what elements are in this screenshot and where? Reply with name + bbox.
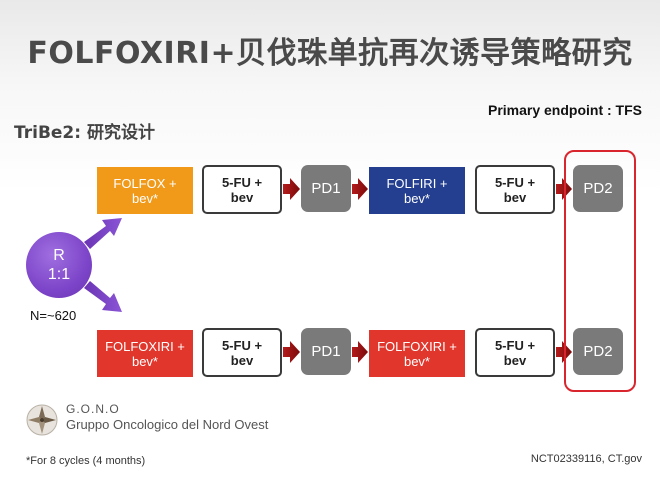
arm-b-induction-box: FOLFOXIRI + bev*	[97, 330, 193, 377]
logo-short-name: G.O.N.O	[66, 402, 120, 416]
arm-b-reinduction-box: FOLFOXIRI + bev*	[369, 330, 465, 377]
arm-b-pd2-box: PD2	[573, 328, 623, 375]
randomization-circle: R 1:1	[26, 232, 92, 298]
arm-a-maintenance2-box: 5-FU + bev	[475, 165, 555, 214]
arrow-a2	[352, 178, 368, 200]
arm-a-pd2-box: PD2	[573, 165, 623, 212]
trial-reference: NCT02339116, CT.gov	[530, 453, 642, 465]
arrow-b2	[352, 341, 368, 363]
arm-b-maintenance2-box: 5-FU + bev	[475, 328, 555, 377]
arm-a-maintenance1-box: 5-FU + bev	[202, 165, 282, 214]
arrow-b1	[283, 341, 300, 363]
logo-full-name: Gruppo Oncologico del Nord Ovest	[66, 417, 269, 432]
arrow-a1	[283, 178, 300, 200]
study-subtitle: TriBe2: 研究设计	[14, 123, 155, 143]
gono-logo-icon	[26, 404, 58, 436]
randomization-ratio: 1:1	[47, 266, 71, 283]
arm-a-pd1-box: PD1	[301, 165, 351, 212]
arm-a-reinduction-box: FOLFIRI + bev*	[369, 167, 465, 214]
sample-size-label: N=~620	[30, 308, 77, 323]
arm-b-maintenance1-box: 5-FU + bev	[202, 328, 282, 377]
footnote: *For 8 cycles (4 months)	[26, 455, 146, 467]
randomization-arrow-down	[84, 281, 122, 312]
pd2-highlight-frame	[564, 150, 636, 392]
randomization-arrow-up	[84, 218, 122, 249]
arm-a-induction-box: FOLFOX + bev*	[97, 167, 193, 214]
arm-b-pd1-box: PD1	[301, 328, 351, 375]
page-title: FOLFOXIRI+贝伐珠单抗再次诱导策略研究	[27, 36, 633, 71]
randomization-r: R	[53, 247, 65, 264]
primary-endpoint: Primary endpoint : TFS	[487, 102, 642, 118]
